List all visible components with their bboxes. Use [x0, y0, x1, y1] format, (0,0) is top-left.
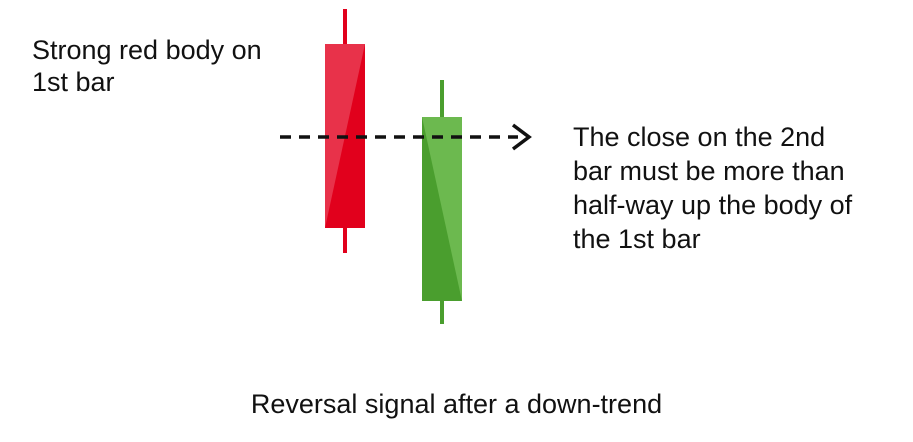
- second-bar-body-highlight: [422, 117, 462, 301]
- first-bar-candle: [325, 9, 365, 253]
- close-rule-note-line: the 1st bar: [573, 224, 701, 254]
- close-rule-note-line: half-way up the body of: [573, 190, 853, 220]
- diagram-caption: Reversal signal after a down-trend: [250, 389, 663, 419]
- first-bar-note-line: 1st bar: [32, 67, 115, 97]
- close-rule-note: The close on the 2nd bar must be more th…: [573, 120, 893, 256]
- close-rule-note-line: bar must be more than: [573, 156, 845, 186]
- second-bar-candle: [422, 80, 462, 324]
- close-rule-note-line: The close on the 2nd: [573, 122, 826, 152]
- halfway-dashed-arrow: [280, 123, 532, 151]
- first-bar-note-line: Strong red body on: [32, 35, 262, 65]
- arrow-head-icon: [511, 123, 532, 151]
- first-bar-note: Strong red body on 1st bar: [32, 34, 312, 98]
